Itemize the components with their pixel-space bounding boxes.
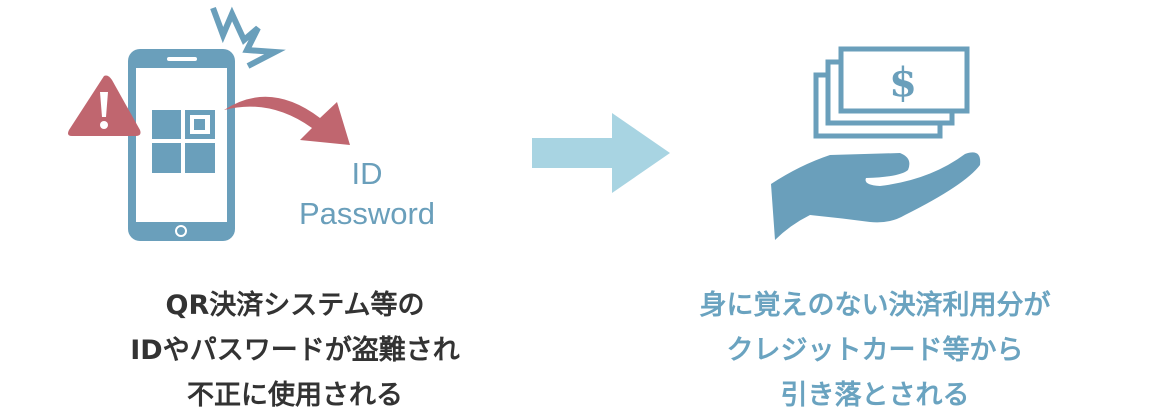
id-label: ID	[352, 156, 383, 191]
smartphone-icon	[128, 49, 235, 241]
right-caption-line: クレジットカード等から	[726, 335, 1024, 366]
right-caption-line: 引き落とされる	[780, 380, 970, 411]
dollar-sign: $	[889, 59, 917, 106]
open-hand-icon	[771, 152, 981, 240]
qr-code-icon	[152, 110, 215, 173]
password-label: Password	[299, 196, 435, 231]
money-bills-icon	[813, 46, 970, 139]
right-caption: 身に覚えのない決済利用分が クレジットカード等から 引き落とされる	[660, 283, 1090, 418]
left-caption: QR決済システム等の IDやパスワードが盗難され 不正に使用される	[95, 283, 495, 418]
left-caption-line: QR決済システム等の	[165, 290, 425, 321]
left-caption-line: 不正に使用される	[187, 380, 403, 411]
flow-arrow-icon	[532, 113, 670, 193]
stolen-data-arrow-icon	[224, 96, 350, 145]
right-caption-line: 身に覚えのない決済利用分が	[699, 290, 1051, 321]
warning-icon	[68, 75, 141, 136]
shock-spark-icon	[210, 6, 286, 69]
left-caption-line: IDやパスワードが盗難され	[130, 335, 460, 366]
